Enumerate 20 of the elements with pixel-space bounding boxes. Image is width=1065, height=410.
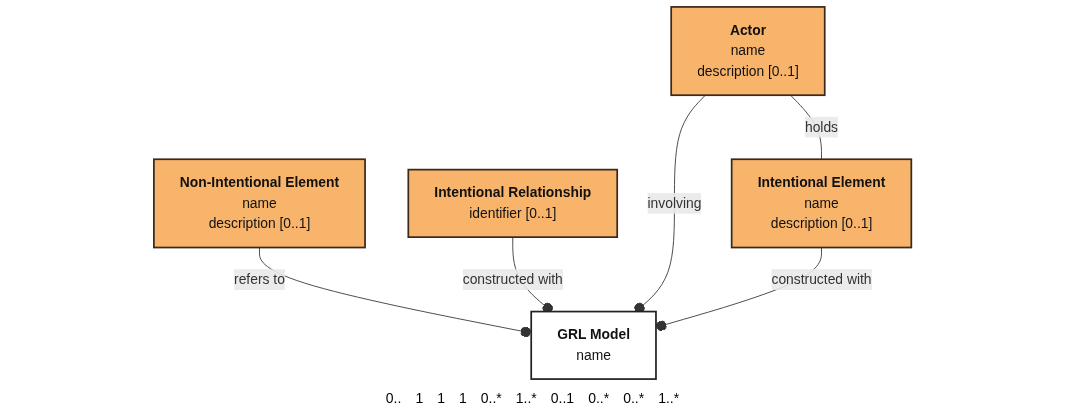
edge-label: involving <box>647 195 702 211</box>
multiplicity-label: 1..* <box>658 390 680 406</box>
multiplicity-label: 0..* <box>480 390 502 406</box>
edge-label: refers to <box>233 271 285 287</box>
node-box: Intentional Element name description [0..1] <box>730 158 913 249</box>
edge-label: holds <box>804 119 838 135</box>
node-box: GRL Model name <box>530 310 657 380</box>
node-box: Intentional Relationship identifier [0..1] <box>407 168 618 238</box>
multiplicity-label: 1 <box>458 390 467 406</box>
node-box: Non-Intentional Element name description [0..1] <box>152 158 366 249</box>
multiplicity-label: 0.. <box>385 390 402 406</box>
multiplicity-label: 1 <box>437 390 445 406</box>
multiplicity-label: 0..1 <box>550 390 575 406</box>
multiplicity-label: 0..* <box>588 390 610 406</box>
multiplicity-label: 1..* <box>515 390 537 406</box>
multiplicity-label: 1 <box>415 390 424 406</box>
edge-label: constructed with <box>462 271 563 287</box>
edge-label: constructed with <box>771 271 872 287</box>
multiplicity-label: 0..* <box>623 390 645 406</box>
node-box: Actor name description [0..1] <box>670 6 826 97</box>
